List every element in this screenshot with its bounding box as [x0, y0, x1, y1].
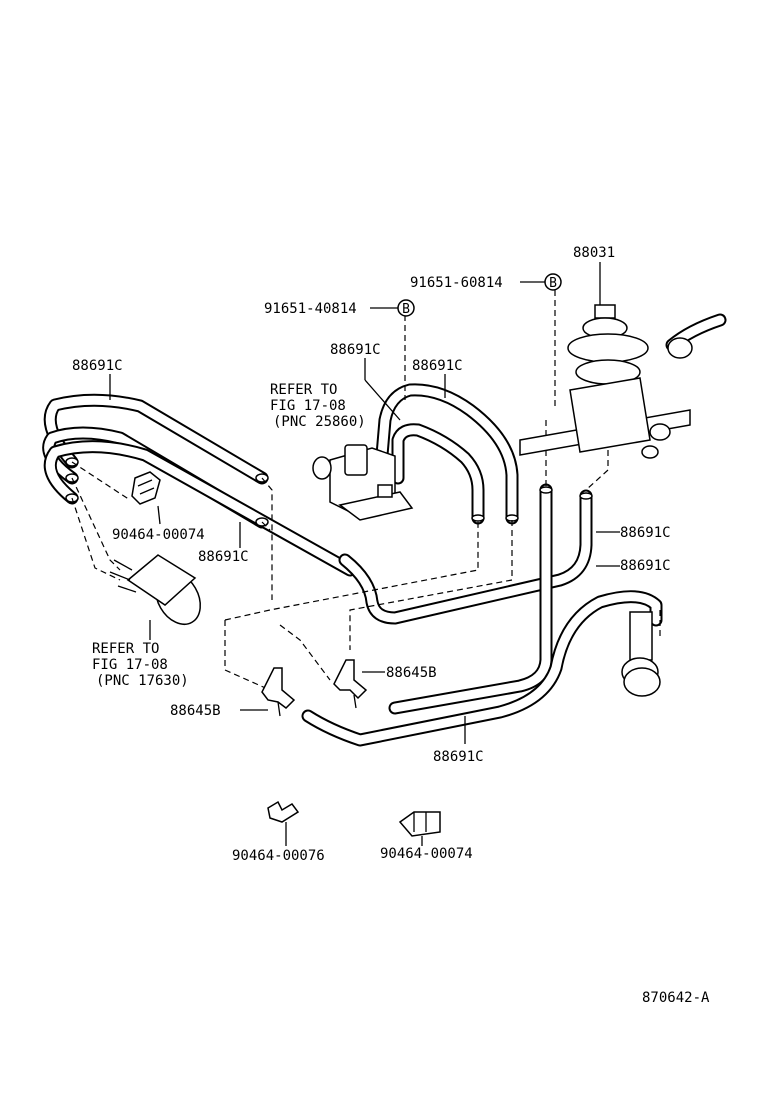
- label-hose-mid-b: 88691C: [412, 358, 463, 374]
- label-88031: 88031: [573, 245, 615, 261]
- leader-lines: [109, 262, 620, 846]
- label-bolt-right: 91651-60814: [410, 275, 503, 291]
- clip-lower-left: [267, 800, 300, 823]
- refer-vsv-line-3: (PNC 25860): [273, 414, 366, 430]
- tee-fitting-right: [333, 659, 368, 709]
- label-hose-mid-a: 88691C: [330, 342, 381, 358]
- label-clip-lower-right: 90464-00074: [380, 846, 473, 862]
- refer-filter-line-3: (PNC 17630): [96, 673, 189, 689]
- fuel-filter: [109, 554, 202, 625]
- label-tee-left: 88645B: [170, 703, 221, 719]
- refer-filter-line-1: REFER TO: [92, 641, 159, 657]
- refer-vsv-line-1: REFER TO: [270, 382, 337, 398]
- label-clip-upper: 90464-00074: [112, 527, 205, 543]
- label-hose-right-1: 88691C: [620, 525, 671, 541]
- label-bolt-left: 91651-40814: [264, 301, 357, 317]
- b-marker-text: B: [402, 302, 410, 317]
- label-hose-top-left: 88691C: [72, 358, 123, 374]
- diagram-id: 870642-A: [642, 990, 710, 1006]
- label-tee-right: 88645B: [386, 665, 437, 681]
- label-hose-left-lower: 88691C: [198, 549, 249, 565]
- b-marker-text: B: [549, 276, 557, 291]
- pressure-regulator: [519, 304, 693, 459]
- vsv-valve: [312, 444, 414, 521]
- clip-upper: [131, 471, 161, 505]
- clip-lower-right: [398, 811, 441, 837]
- part-labels: 88031 91651-60814 91651-40814 88691C 886…: [72, 245, 710, 1006]
- b-marker-left: B: [397, 299, 415, 317]
- refer-filter-line-2: FIG 17-08: [92, 657, 168, 673]
- tee-fitting-left: [261, 667, 296, 717]
- label-clip-lower-left: 90464-00076: [232, 848, 325, 864]
- label-hose-bottom: 88691C: [433, 749, 484, 765]
- hose-group: [42, 313, 727, 747]
- hose-union: [621, 611, 661, 697]
- label-hose-right-2: 88691C: [620, 558, 671, 574]
- b-marker-right: B: [544, 273, 562, 291]
- refer-vsv-line-2: FIG 17-08: [270, 398, 346, 414]
